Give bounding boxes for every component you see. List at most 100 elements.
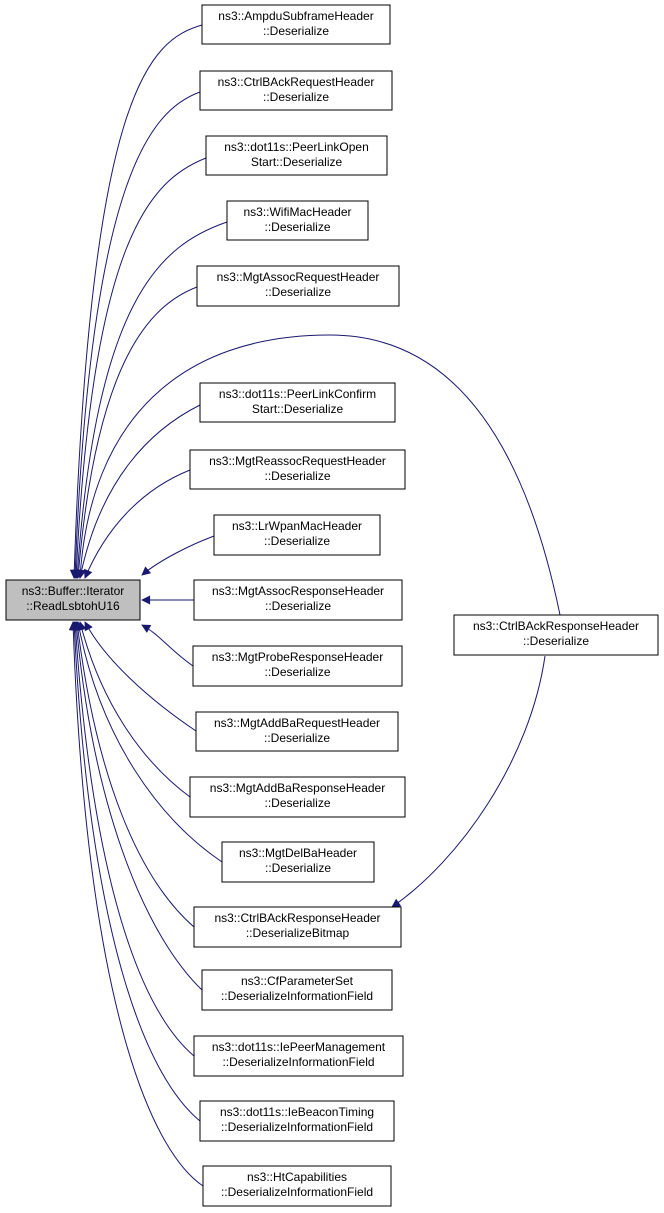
- node-label-line: ns3::dot11s::PeerLinkOpen: [224, 140, 369, 154]
- edge-wifi-mac-header-deserialize-to-read-lsbtoh-u16: [73, 221, 228, 579]
- edge-ctrl-back-response-header-deserialize-bitmap-to-read-lsbtoh-u16: [73, 621, 195, 928]
- node-label-line: ::Deserialize: [265, 599, 331, 613]
- node-label-line: ns3::LrWpanMacHeader: [232, 519, 362, 533]
- node-mgt-assoc-response-header-deserialize[interactable]: ns3::MgtAssocResponseHeader::Deserialize: [193, 579, 403, 621]
- node-label-line: ns3::CfParameterSet: [241, 974, 354, 988]
- node-label-line: ns3::AmpduSubframeHeader: [218, 9, 373, 23]
- node-label-line: ::DeserializeInformationField: [222, 1055, 374, 1069]
- edge-mgt-add-ba-response-header-deserialize-to-read-lsbtoh-u16: [77, 621, 191, 798]
- node-read-lsbtoh-u16[interactable]: ns3::Buffer::Iterator::ReadLsbtohU16: [5, 579, 141, 621]
- node-ctrl-back-response-header-deserialize-bitmap[interactable]: ns3::CtrlBAckResponseHeader::Deserialize…: [193, 906, 402, 948]
- edge-mgt-probe-response-header-deserialize-to-read-lsbtoh-u16: [141, 624, 194, 667]
- node-ctrl-back-request-header-deserialize[interactable]: ns3::CtrlBAckRequestHeader::Deserialize: [199, 70, 393, 111]
- node-cf-parameter-set-deserialize-information-field[interactable]: ns3::CfParameterSet::DeserializeInformat…: [201, 969, 393, 1011]
- node-box: [5, 579, 141, 621]
- node-label-line: ::Deserialize: [264, 220, 330, 234]
- node-box: [226, 200, 369, 241]
- node-ie-peer-management-deserialize-information-field[interactable]: ns3::dot11s::IePeerManagement::Deseriali…: [193, 1035, 404, 1077]
- node-label-line: ns3::MgtDelBaHeader: [239, 846, 357, 860]
- node-ie-beacon-timing-deserialize-information-field[interactable]: ns3::dot11s::IeBeaconTiming::Deserialize…: [199, 1100, 395, 1142]
- node-box: [213, 514, 381, 556]
- node-box: [199, 382, 396, 423]
- edge-ampdu-subframe-header-deserialize-to-read-lsbtoh-u16: [69, 24, 203, 579]
- node-label-line: ns3::MgtProbeResponseHeader: [212, 650, 383, 664]
- node-label-line: ns3::MgtAssocResponseHeader: [212, 584, 384, 598]
- node-label-line: Start::Deserialize: [251, 155, 343, 169]
- edge-ctrl-back-response-header-deserialize-to-ctrl-back-response-header-deserialize-bitmap: [391, 655, 546, 908]
- node-label-line: ns3::CtrlBAckResponseHeader: [473, 619, 639, 633]
- node-box: [199, 70, 393, 111]
- node-mgt-add-ba-response-header-deserialize[interactable]: ns3::MgtAddBaResponseHeader::Deserialize: [189, 776, 406, 818]
- node-label-line: ns3::CtrlBAckRequestHeader: [218, 75, 375, 89]
- node-label-line: ns3::MgtAddBaRequestHeader: [214, 716, 380, 730]
- node-label-line: ::Deserialize: [264, 665, 330, 679]
- node-label-line: ns3::dot11s::IeBeaconTiming: [220, 1105, 374, 1119]
- edge-lr-wpan-mac-header-deserialize-to-read-lsbtoh-u16: [141, 535, 215, 576]
- node-label-line: ::Deserialize: [264, 469, 330, 483]
- edge-ctrl-back-response-header-deserialize-to-read-lsbtoh-u16: [76, 334, 561, 616]
- node-ctrl-back-response-header-deserialize[interactable]: ns3::CtrlBAckResponseHeader::Deserialize: [453, 614, 659, 656]
- node-box: [201, 969, 393, 1011]
- node-wifi-mac-header-deserialize[interactable]: ns3::WifiMacHeader::Deserialize: [226, 200, 369, 241]
- node-lr-wpan-mac-header-deserialize[interactable]: ns3::LrWpanMacHeader::Deserialize: [213, 514, 381, 556]
- edge-ht-capabilities-deserialize-information-field-to-read-lsbtoh-u16: [68, 621, 204, 1187]
- edge-mgt-del-ba-header-deserialize-to-read-lsbtoh-u16: [75, 621, 223, 863]
- node-label-line: ::Deserialize: [265, 285, 331, 299]
- node-ampdu-subframe-header-deserialize[interactable]: ns3::AmpduSubframeHeader::Deserialize: [201, 4, 391, 45]
- node-label-line: ns3::MgtReassocRequestHeader: [209, 454, 386, 468]
- node-label-line: ::Deserialize: [263, 24, 329, 38]
- node-box: [453, 614, 659, 656]
- node-label-line: ::Deserialize: [264, 796, 330, 810]
- node-label-line: ns3::CtrlBAckResponseHeader: [214, 911, 380, 925]
- node-box: [193, 1035, 404, 1077]
- node-mgt-reassoc-request-header-deserialize[interactable]: ns3::MgtReassocRequestHeader::Deserializ…: [189, 449, 406, 490]
- edge-mgt-assoc-request-header-deserialize-to-read-lsbtoh-u16: [74, 286, 198, 579]
- node-box: [196, 265, 400, 307]
- function-nodes: ns3::Buffer::Iterator::ReadLsbtohU16ns3:…: [5, 4, 659, 1207]
- node-mgt-add-ba-request-header-deserialize[interactable]: ns3::MgtAddBaRequestHeader::Deserialize: [195, 711, 399, 752]
- edge-mgt-reassoc-request-header-deserialize-to-read-lsbtoh-u16: [83, 469, 191, 579]
- node-label-line: ::DeserializeInformationField: [221, 1120, 373, 1134]
- node-label-line: ::DeserializeInformationField: [221, 1185, 373, 1199]
- node-peer-link-open-start-deserialize[interactable]: ns3::dot11s::PeerLinkOpenStart::Deserial…: [205, 135, 388, 176]
- node-box: [205, 135, 388, 176]
- node-label-line: ::Deserialize: [263, 90, 329, 104]
- node-box: [199, 1100, 395, 1142]
- node-label-line: ns3::dot11s::IePeerManagement: [212, 1040, 386, 1054]
- call-edges: [68, 24, 561, 1187]
- node-label-line: ::Deserialize: [264, 731, 330, 745]
- node-label-line: ns3::MgtAssocRequestHeader: [217, 270, 380, 284]
- node-box: [221, 841, 375, 883]
- edge-ie-beacon-timing-deserialize-information-field-to-read-lsbtoh-u16: [69, 621, 201, 1122]
- node-label-line: ::Deserialize: [264, 534, 330, 548]
- node-mgt-assoc-request-header-deserialize[interactable]: ns3::MgtAssocRequestHeader::Deserialize: [196, 265, 400, 307]
- node-label-line: ::Deserialize: [265, 861, 331, 875]
- node-label-line: ::Deserialize: [523, 634, 589, 648]
- node-label-line: ::DeserializeInformationField: [221, 989, 373, 1003]
- node-peer-link-confirm-start-deserialize[interactable]: ns3::dot11s::PeerLinkConfirmStart::Deser…: [199, 382, 396, 423]
- node-mgt-probe-response-header-deserialize[interactable]: ns3::MgtProbeResponseHeader::Deserialize: [192, 645, 403, 687]
- edge-peer-link-confirm-start-deserialize-to-read-lsbtoh-u16: [77, 404, 201, 579]
- node-label-line: ::ReadLsbtohU16: [26, 599, 120, 613]
- edge-ctrl-back-request-header-deserialize-to-read-lsbtoh-u16: [70, 91, 201, 579]
- node-label-line: ns3::HtCapabilities: [247, 1170, 347, 1184]
- node-label-line: ::DeserializeBitmap: [246, 926, 350, 940]
- edge-peer-link-open-start-deserialize-to-read-lsbtoh-u16: [71, 157, 207, 579]
- node-label-line: ns3::WifiMacHeader: [243, 205, 351, 219]
- node-box: [193, 579, 403, 621]
- edge-cf-parameter-set-deserialize-information-field-to-read-lsbtoh-u16: [72, 621, 203, 991]
- node-ht-capabilities-deserialize-information-field[interactable]: ns3::HtCapabilities::DeserializeInformat…: [202, 1165, 392, 1207]
- node-box: [195, 711, 399, 752]
- node-box: [189, 776, 406, 818]
- node-label-line: ns3::Buffer::Iterator: [22, 584, 125, 598]
- node-label-line: ns3::dot11s::PeerLinkConfirm: [219, 387, 376, 401]
- edge-mgt-add-ba-request-header-deserialize-to-read-lsbtoh-u16: [84, 621, 197, 732]
- node-mgt-del-ba-header-deserialize[interactable]: ns3::MgtDelBaHeader::Deserialize: [221, 841, 375, 883]
- node-label-line: ns3::MgtAddBaResponseHeader: [210, 781, 385, 795]
- node-box: [192, 645, 403, 687]
- node-box: [202, 1165, 392, 1207]
- node-box: [189, 449, 406, 490]
- node-box: [201, 4, 391, 45]
- node-box: [193, 906, 402, 948]
